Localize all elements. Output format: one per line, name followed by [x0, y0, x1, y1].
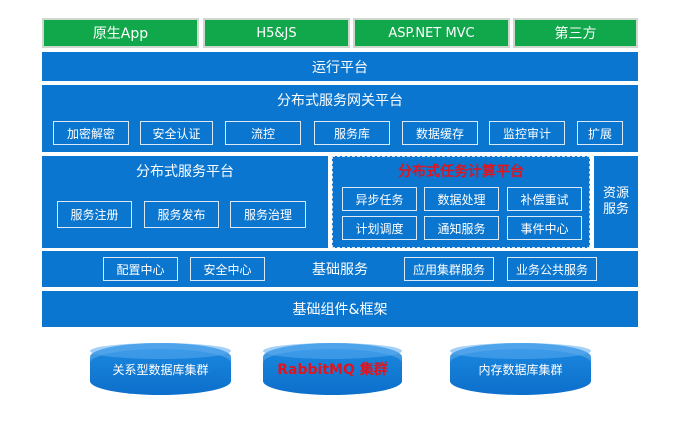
base-framework-bar: 基础组件&框架 — [42, 291, 638, 327]
base-framework-label: 基础组件&框架 — [292, 302, 388, 318]
client-aspnet-mvc-label: ASP.NET MVC — [388, 25, 475, 41]
relational-db-label: 关系型数据库集群 — [112, 362, 209, 377]
task-item-data-processing: 数据处理 — [424, 187, 499, 211]
client-native-app-label: 原生App — [92, 26, 149, 42]
service-item-register: 服务注册 — [57, 201, 132, 228]
service-item-publish: 服务发布 — [144, 201, 219, 228]
resource-service-panel: 资源 服务 — [594, 156, 638, 248]
task-item-notification: 通知服务 — [424, 216, 499, 240]
base-item-security-center: 安全中心 — [190, 257, 265, 281]
memory-db-label: 内存数据库集群 — [478, 362, 563, 377]
base-item-config-center: 配置中心 — [103, 257, 178, 281]
client-third-party-label: 第三方 — [554, 26, 597, 42]
service-item-governance: 服务治理 — [230, 201, 306, 228]
rabbitmq-cluster: RabbitMQ 集群 — [263, 343, 402, 395]
gateway-platform-panel: 分布式服务网关平台 加密解密 安全认证 流控 服务库 数据缓存 监控审计 扩展 — [42, 85, 638, 152]
gateway-item-extension: 扩展 — [577, 121, 623, 145]
client-aspnet-mvc: ASP.NET MVC — [353, 18, 510, 48]
task-item-async: 异步任务 — [342, 187, 417, 211]
runtime-platform-label: 运行平台 — [312, 59, 368, 76]
client-h5-js: H5&JS — [203, 18, 350, 48]
task-item-event-center: 事件中心 — [507, 216, 582, 240]
gateway-item-flow-control: 流控 — [225, 121, 301, 145]
resource-service-line2: 服务 — [602, 202, 629, 217]
service-platform-panel: 分布式服务平台 服务注册 服务发布 服务治理 — [42, 156, 328, 248]
client-h5-js-label: H5&JS — [256, 25, 297, 41]
task-item-scheduling: 计划调度 — [342, 216, 417, 240]
memory-db-cluster: 内存数据库集群 — [450, 343, 591, 395]
gateway-item-auth: 安全认证 — [140, 121, 213, 145]
base-services-title: 基础服务 — [312, 262, 368, 278]
base-services-panel: 配置中心 安全中心 基础服务 应用集群服务 业务公共服务 — [42, 251, 638, 287]
client-native-app: 原生App — [42, 18, 199, 48]
client-third-party: 第三方 — [513, 18, 638, 48]
task-platform-panel: 分布式任务计算平台 异步任务 数据处理 补偿重试 计划调度 通知服务 事件中心 — [332, 156, 590, 248]
relational-db-cluster: 关系型数据库集群 — [90, 343, 231, 395]
gateway-item-encrypt: 加密解密 — [53, 121, 129, 145]
resource-service-line1: 资源 — [602, 186, 629, 201]
base-item-business-common: 业务公共服务 — [507, 257, 597, 281]
gateway-item-monitor-audit: 监控审计 — [489, 121, 565, 145]
rabbitmq-label: RabbitMQ 集群 — [277, 362, 388, 378]
gateway-item-service-library: 服务库 — [314, 121, 390, 145]
gateway-item-data-cache: 数据缓存 — [402, 121, 478, 145]
task-item-compensation-retry: 补偿重试 — [507, 187, 582, 211]
task-platform-title: 分布式任务计算平台 — [398, 164, 524, 180]
service-platform-title: 分布式服务平台 — [136, 164, 234, 180]
gateway-platform-title: 分布式服务网关平台 — [277, 93, 403, 109]
base-item-app-cluster: 应用集群服务 — [404, 257, 494, 281]
runtime-platform-bar: 运行平台 — [42, 52, 638, 81]
